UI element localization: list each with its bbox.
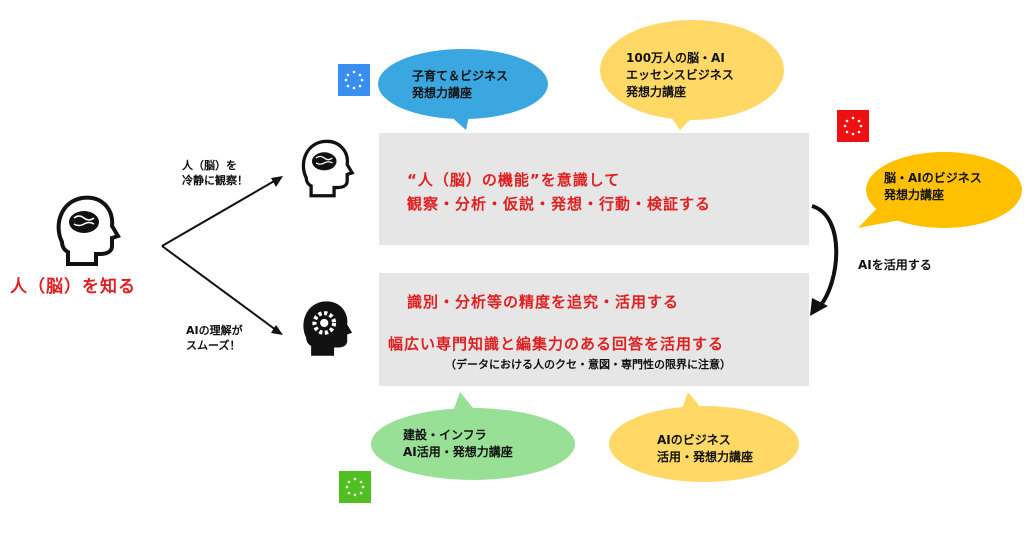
top-content-box	[379, 133, 809, 245]
head-brain-icon	[301, 139, 355, 198]
bottom-box-line-1: 識別・分析等の精度を追究・活用する	[407, 293, 680, 311]
use-ai-label: AIを活用する	[858, 258, 932, 272]
bubble-top-left-text: 子育て＆ビジネス 発想力講座	[412, 68, 508, 102]
curved-arrowhead	[810, 298, 828, 316]
bubble-right-text: 脳・AIのビジネス 発想力講座	[884, 170, 982, 204]
bottom-box-line-2: 幅広い専門知識と編集力のある回答を活用する	[388, 335, 725, 353]
bubble-top-right-line1: 100万人の脳・AI	[626, 51, 725, 65]
arrowhead-lower	[271, 325, 283, 335]
green-square	[339, 471, 371, 503]
bubble-top-left	[378, 49, 548, 130]
bottom-box-note: （データにおける人のクセ・意図・専門性の限界に注意）	[445, 358, 731, 371]
arrowhead-upper	[271, 176, 283, 187]
bubble-bottom-left-line2: AI活用・発想力講座	[403, 445, 513, 459]
observe-label-line1: 人（脳）を	[182, 159, 237, 172]
observe-label-line2: 冷静に観察！	[182, 174, 248, 187]
bubble-right-line2: 発想力講座	[884, 188, 945, 202]
spinner-icon	[344, 70, 364, 90]
bubble-bottom-right	[609, 392, 799, 482]
bubble-top-left-line1: 子育て＆ビジネス	[412, 69, 509, 83]
observe-label: 人（脳）を 冷静に観察！	[182, 158, 248, 188]
top-box-line-1: “人（脳）の機能”を意識して	[407, 171, 621, 189]
bubble-bottom-right-line1: AIのビジネス	[657, 433, 731, 447]
spinner-icon	[345, 477, 365, 497]
bubble-top-left-line2: 発想力講座	[412, 86, 473, 100]
bubble-bottom-right-text: AIのビジネス 活用・発想力講座	[657, 432, 753, 466]
bubble-bottom-left-text: 建設・インフラ AI活用・発想力講座	[403, 427, 513, 461]
head-gear-icon	[303, 301, 353, 356]
bubble-top-right	[600, 20, 784, 130]
ai-understanding-label-line2: スムーズ！	[186, 339, 241, 352]
bubble-right	[858, 152, 1022, 228]
bottom-content-box	[379, 273, 809, 386]
blue-square	[338, 64, 370, 96]
bubble-bottom-left	[371, 392, 575, 480]
ai-understanding-label: AIの理解が スムーズ！	[186, 323, 243, 353]
spinner-icon	[843, 116, 863, 136]
bubble-top-right-line2: エッセンスビジネス	[626, 68, 734, 82]
bubble-right-line1: 脳・AIのビジネス	[884, 171, 982, 185]
branch-arrows	[161, 179, 277, 331]
bubble-top-right-text: 100万人の脳・AI エッセンスビジネス 発想力講座	[626, 50, 734, 101]
know-the-brain-label: 人（脳）を知る	[10, 277, 136, 297]
bubble-bottom-right-line2: 活用・発想力講座	[657, 450, 754, 464]
top-box-line-2: 観察・分析・仮説・発想・行動・検証する	[407, 195, 712, 213]
head-brain-icon	[56, 195, 121, 266]
ai-understanding-label-line1: AIの理解が	[186, 324, 243, 337]
bubble-top-right-line3: 発想力講座	[626, 85, 687, 99]
curved-arrow	[811, 204, 839, 308]
bubble-bottom-left-line1: 建設・インフラ	[403, 428, 487, 442]
red-square	[837, 110, 869, 142]
